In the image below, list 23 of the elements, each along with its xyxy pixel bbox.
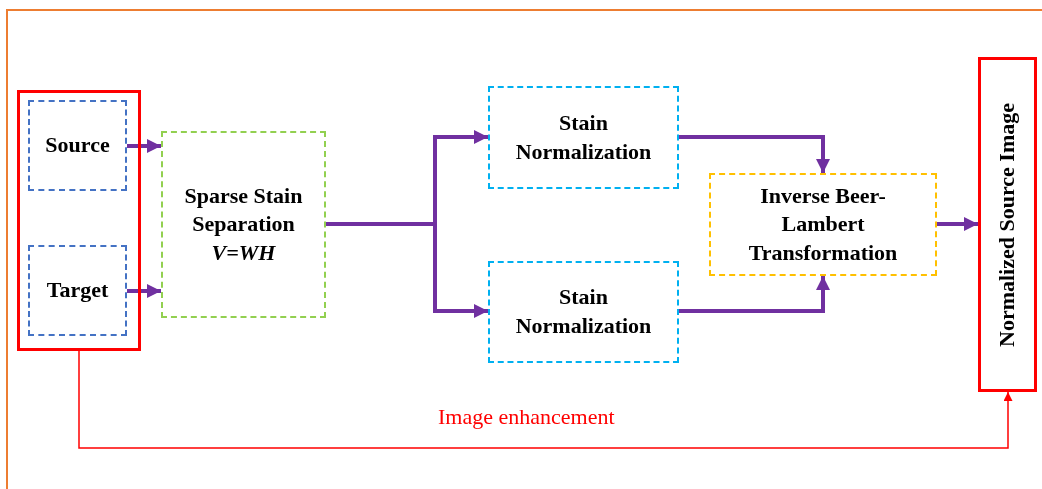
output-box: [978, 57, 1037, 392]
arrow: [127, 284, 161, 298]
node-label: Inverse Beer-Lambert Transformation: [747, 181, 899, 267]
arrow: [679, 276, 830, 313]
node-label: Normalized Source Image: [993, 102, 1021, 347]
process-box: [28, 100, 127, 191]
process-box: [709, 173, 937, 276]
node-label: Stain Normalization: [514, 108, 653, 166]
process-box: [488, 86, 679, 189]
arrow: [679, 135, 830, 173]
process-box: [161, 131, 326, 318]
formula-text: V=WH: [211, 238, 276, 267]
node-label: Source: [45, 131, 110, 160]
node-label: Stain Normalization: [514, 283, 653, 340]
group-box: [17, 90, 141, 351]
arrow: [937, 217, 978, 231]
process-box: [28, 245, 127, 336]
arrow: [78, 350, 1013, 449]
arrow: [127, 139, 161, 153]
node-label: Target: [46, 276, 109, 305]
node-label: Sparse Stain Separation: [183, 181, 304, 239]
arrow: [326, 222, 488, 318]
process-box: [488, 261, 679, 363]
